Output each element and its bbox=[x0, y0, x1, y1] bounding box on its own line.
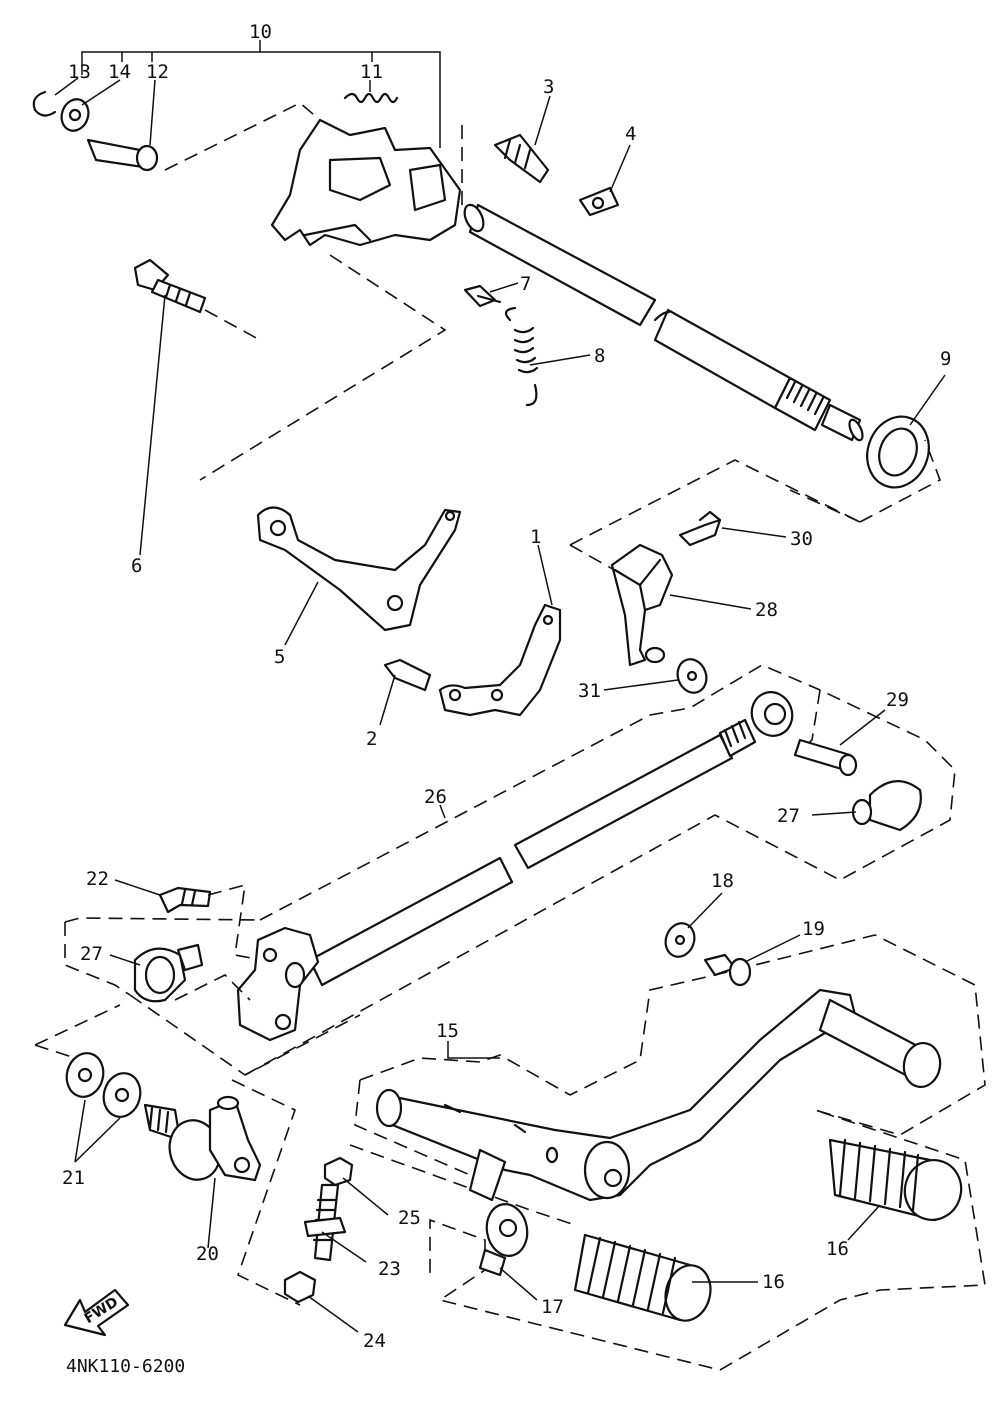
nut-4 bbox=[578, 186, 620, 217]
bolt-29 bbox=[793, 738, 858, 777]
shift-pedal-15 bbox=[349, 934, 986, 1371]
shift-shaft-20 bbox=[143, 1079, 301, 1306]
callout-24: 24 bbox=[363, 1330, 386, 1352]
callout-22: 22 bbox=[86, 868, 109, 890]
callout-19: 19 bbox=[802, 918, 825, 940]
footrest-rubber-16-right bbox=[828, 1138, 963, 1222]
bolt-19 bbox=[703, 953, 752, 987]
callout-30: 30 bbox=[790, 528, 813, 550]
callout-20: 20 bbox=[196, 1243, 219, 1265]
callout-7: 7 bbox=[520, 273, 531, 295]
shift-shaft-assembly bbox=[270, 118, 864, 442]
joint-17 bbox=[478, 1203, 529, 1277]
callout-23: 23 bbox=[378, 1258, 401, 1280]
assembly-bracket-10 bbox=[81, 40, 441, 148]
callout-21: 21 bbox=[62, 1167, 85, 1189]
callout-16-left: 16 bbox=[762, 1271, 785, 1293]
callout-4: 4 bbox=[625, 123, 636, 145]
shift-arm-28 bbox=[569, 459, 861, 667]
callout-15: 15 bbox=[436, 1020, 459, 1042]
leader-lines bbox=[54, 77, 946, 1333]
callout-numbers: 10 13 14 12 11 3 4 7 8 9 6 1 30 28 5 31 … bbox=[62, 21, 951, 1352]
callout-31: 31 bbox=[578, 680, 601, 702]
callout-9: 9 bbox=[940, 348, 951, 370]
washer-14 bbox=[60, 98, 90, 132]
washer-18 bbox=[664, 922, 696, 958]
callout-25: 25 bbox=[398, 1207, 421, 1229]
shift-rod-26 bbox=[244, 664, 956, 1076]
callout-11: 11 bbox=[360, 61, 383, 83]
callout-8: 8 bbox=[594, 345, 605, 367]
callout-14: 14 bbox=[108, 61, 131, 83]
callout-16-right: 16 bbox=[826, 1238, 849, 1260]
callout-13: 13 bbox=[68, 61, 91, 83]
callout-29: 29 bbox=[886, 689, 909, 711]
spring-11 bbox=[343, 92, 399, 104]
collar-12 bbox=[86, 102, 321, 172]
stay-5 bbox=[256, 506, 462, 632]
footrest-rubber-16-left bbox=[573, 1233, 712, 1322]
callout-5: 5 bbox=[274, 646, 285, 668]
callout-18: 18 bbox=[711, 870, 734, 892]
bolt-22 bbox=[158, 883, 263, 961]
bolt-23 bbox=[303, 1183, 347, 1262]
callout-27-lower: 27 bbox=[80, 943, 103, 965]
drawing-code: 4NK110-6200 bbox=[66, 1356, 185, 1377]
callout-28: 28 bbox=[755, 599, 778, 621]
shift-arm-lower bbox=[64, 917, 361, 1076]
washer-31 bbox=[676, 658, 708, 694]
callout-12: 12 bbox=[146, 61, 169, 83]
callout-1: 1 bbox=[530, 526, 541, 548]
callout-3: 3 bbox=[543, 76, 554, 98]
screw-2 bbox=[383, 658, 432, 692]
joint-27-lower bbox=[133, 943, 251, 1003]
callout-2: 2 bbox=[366, 728, 377, 750]
joint-27-upper bbox=[851, 780, 922, 832]
nut-25 bbox=[323, 1156, 354, 1187]
washers-21 bbox=[34, 1004, 142, 1118]
plate-1 bbox=[438, 603, 562, 717]
bolt-30 bbox=[678, 510, 722, 547]
forward-arrow-icon: FWD bbox=[63, 1288, 130, 1337]
callout-17: 17 bbox=[541, 1296, 564, 1318]
callout-27-upper: 27 bbox=[777, 805, 800, 827]
nut-24 bbox=[283, 1270, 317, 1304]
bolt-7 bbox=[463, 284, 502, 308]
circlip-13 bbox=[32, 90, 57, 117]
stopper-bolt-3 bbox=[461, 125, 550, 210]
spring-8 bbox=[199, 254, 539, 481]
callout-26: 26 bbox=[424, 786, 447, 808]
callout-6: 6 bbox=[131, 555, 142, 577]
bolt-6 bbox=[133, 258, 261, 341]
callout-10: 10 bbox=[249, 21, 272, 43]
